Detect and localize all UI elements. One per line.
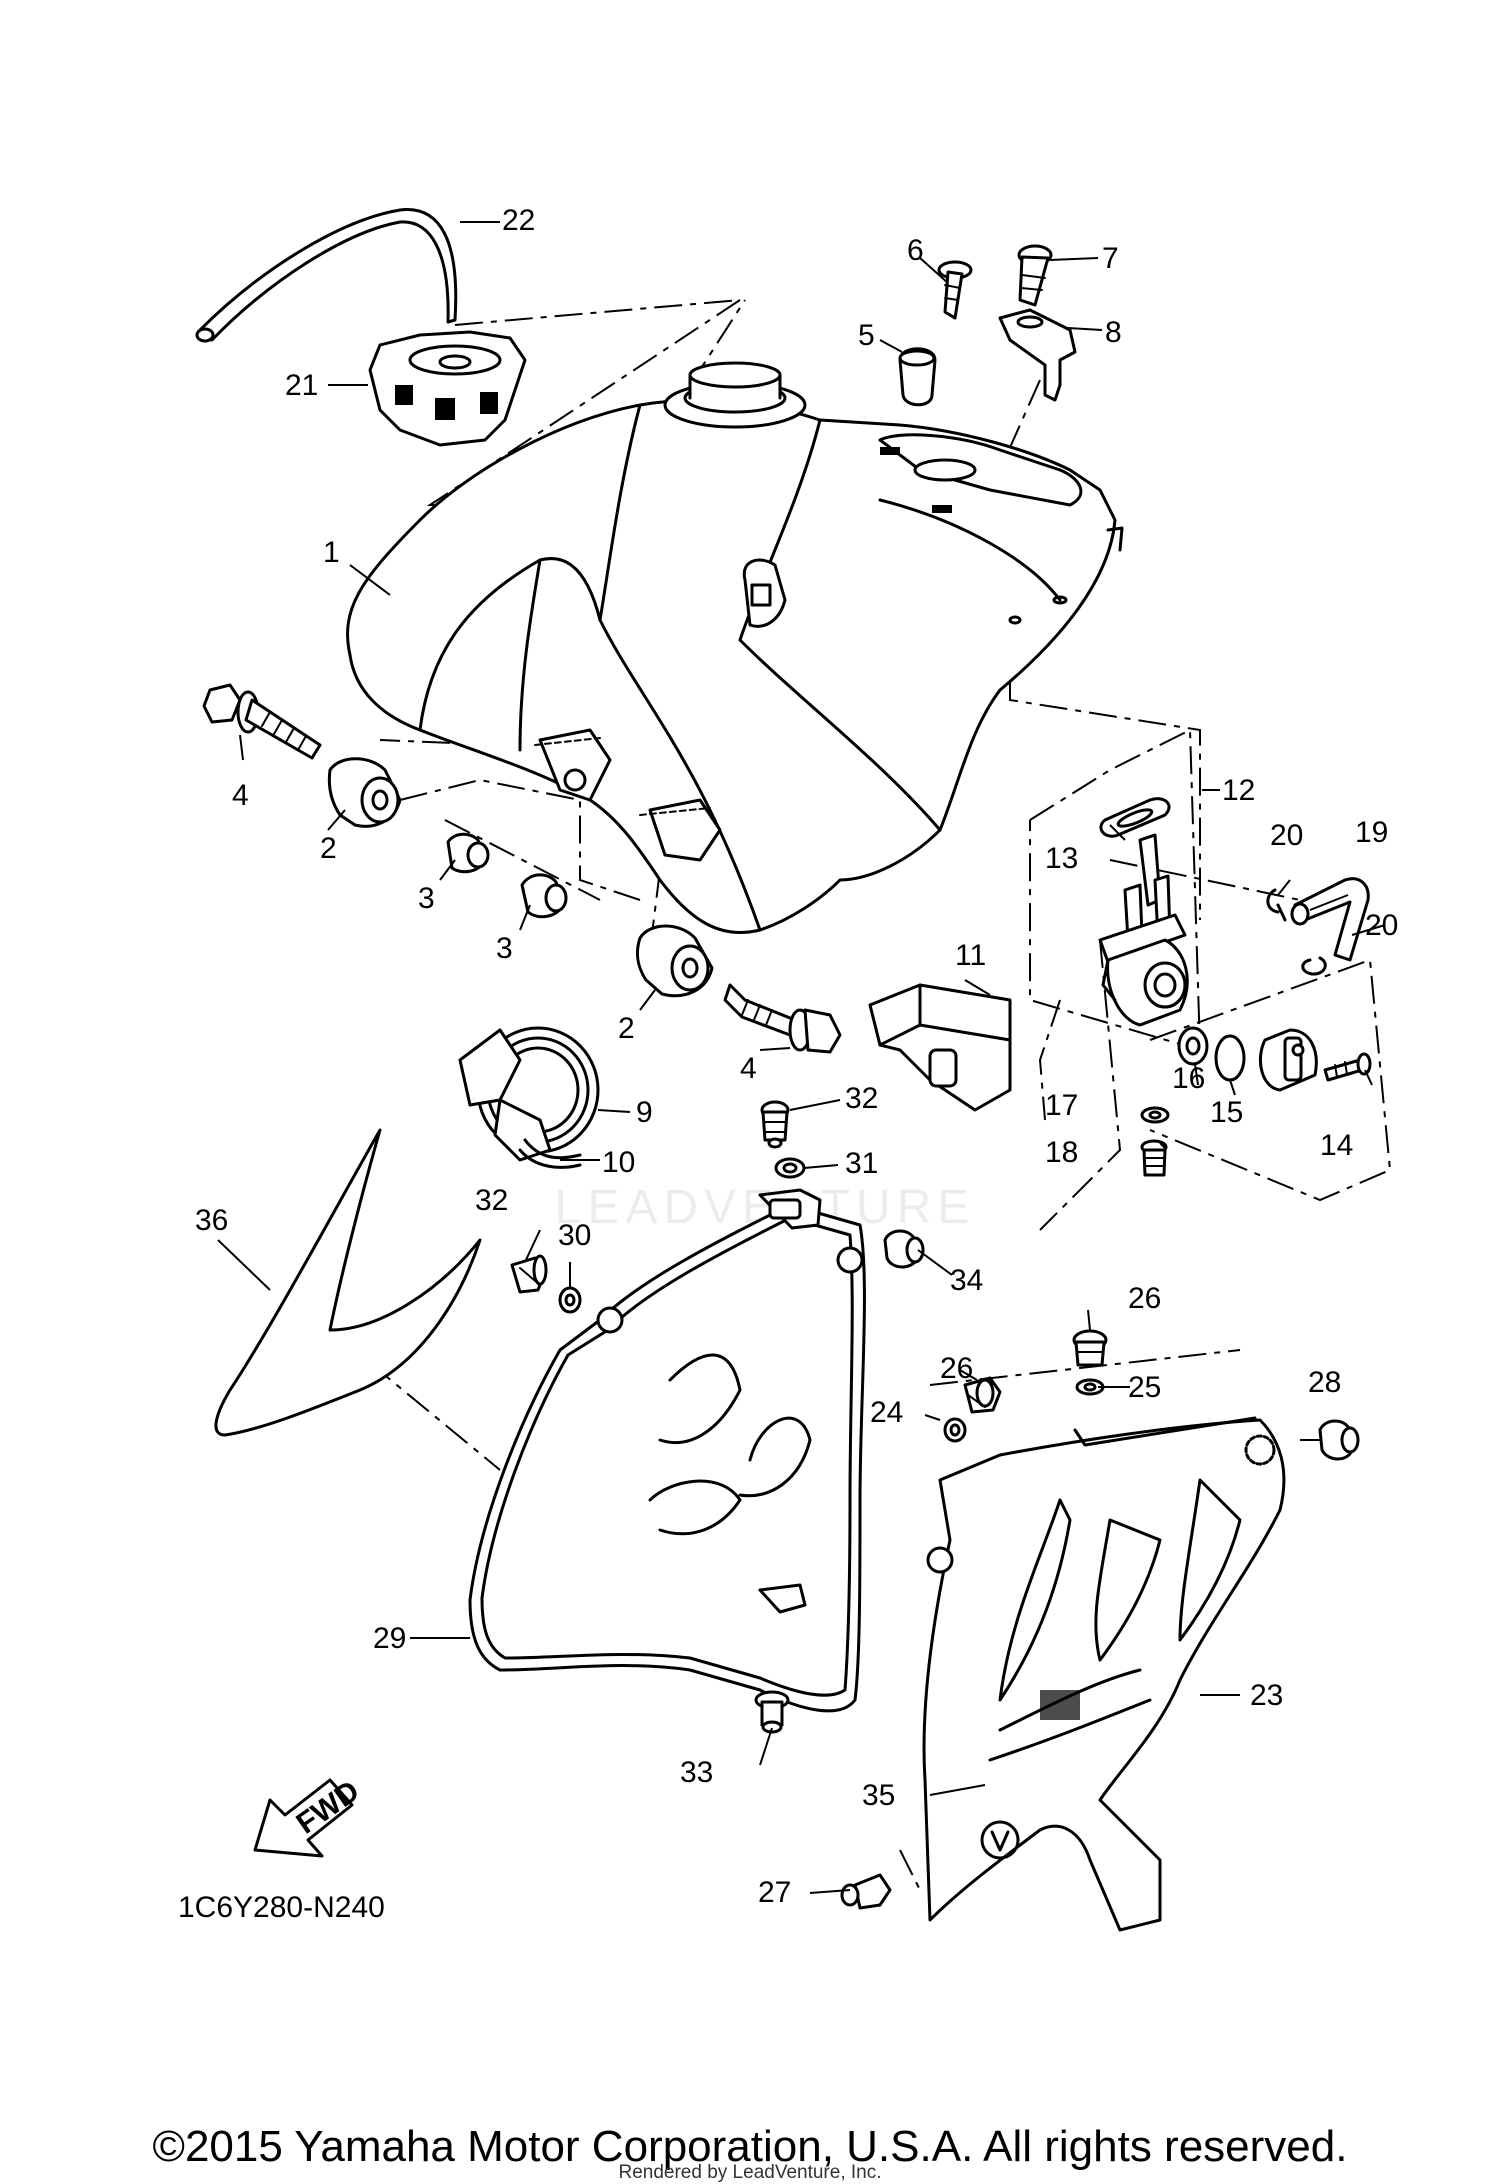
callout-26-upper: 26 bbox=[1128, 1282, 1161, 1315]
filler-neck-part bbox=[458, 1026, 600, 1162]
callout-4-upper: 4 bbox=[232, 779, 249, 812]
callout-33: 33 bbox=[680, 1756, 713, 1789]
bolt-part-32-lower bbox=[510, 1254, 548, 1294]
callout-18: 18 bbox=[1045, 1136, 1078, 1169]
callout-22: 22 bbox=[502, 204, 535, 237]
callout-19: 19 bbox=[1355, 816, 1388, 849]
callout-1: 1 bbox=[323, 536, 340, 569]
clip-part-b bbox=[1301, 956, 1327, 976]
fuel-cock-lever-part bbox=[1258, 1028, 1318, 1092]
callout-leaders bbox=[217, 221, 1386, 1894]
callout-6: 6 bbox=[907, 234, 924, 267]
washer-part bbox=[1177, 1026, 1209, 1066]
grommet-part-28 bbox=[1318, 1419, 1360, 1461]
callout-26-lower: 26 bbox=[940, 1352, 973, 1385]
screw-part-33 bbox=[754, 1690, 790, 1734]
screw-part-small bbox=[1323, 1052, 1372, 1082]
callout-7: 7 bbox=[1102, 242, 1119, 275]
callout-14: 14 bbox=[1320, 1129, 1353, 1162]
callout-34: 34 bbox=[950, 1264, 983, 1297]
damper-part-upper bbox=[327, 757, 402, 828]
callout-8: 8 bbox=[1105, 316, 1122, 349]
breather-hose-part bbox=[195, 208, 458, 343]
callout-32-upper: 32 bbox=[845, 1082, 878, 1115]
callout-2-lower: 2 bbox=[618, 1012, 635, 1045]
gasket-part bbox=[1099, 797, 1171, 838]
fwd-arrow-icon: FWD bbox=[253, 1774, 365, 1858]
side-cover-right-part bbox=[922, 1416, 1286, 1932]
callout-20-upper: 20 bbox=[1270, 819, 1303, 852]
callout-13: 13 bbox=[1045, 842, 1078, 875]
graphic-decal-part bbox=[214, 1128, 482, 1437]
callout-25: 25 bbox=[1128, 1371, 1161, 1404]
collar-part-24 bbox=[943, 1417, 967, 1443]
packing-part bbox=[1140, 1106, 1170, 1124]
callout-28: 28 bbox=[1308, 1366, 1341, 1399]
callout-21: 21 bbox=[285, 369, 318, 402]
collar-part-a bbox=[446, 832, 490, 874]
callout-32-lower: 32 bbox=[475, 1184, 508, 1217]
callout-2-upper: 2 bbox=[320, 832, 337, 865]
cover-part bbox=[868, 983, 1012, 1112]
callout-10: 10 bbox=[602, 1146, 635, 1179]
fuel-cock-part bbox=[1098, 833, 1189, 1027]
bolt-part-26-lower bbox=[963, 1376, 1002, 1414]
collar-part-31 bbox=[774, 1157, 806, 1179]
fuel-tank-part bbox=[346, 361, 1124, 935]
strap-part bbox=[518, 1138, 582, 1169]
grommet-part-34 bbox=[883, 1229, 925, 1269]
callout-16: 16 bbox=[1172, 1062, 1205, 1095]
callout-5: 5 bbox=[858, 319, 875, 352]
bolt-part-lower bbox=[723, 983, 842, 1054]
callout-17: 17 bbox=[1045, 1089, 1078, 1122]
callout-30: 30 bbox=[558, 1219, 591, 1252]
screw-part-upper bbox=[937, 260, 973, 320]
callout-4-lower: 4 bbox=[740, 1052, 757, 1085]
callout-labels: 22 21 1 6 7 8 5 4 2 3 3 2 4 9 10 11 12 1… bbox=[178, 204, 1398, 1924]
bolt-part-top bbox=[1017, 244, 1053, 307]
fuel-cap-part bbox=[368, 330, 527, 447]
grommet-part bbox=[898, 347, 937, 407]
bracket-part bbox=[998, 308, 1077, 402]
callout-12: 12 bbox=[1222, 774, 1255, 807]
bolt-part-32-upper bbox=[760, 1100, 790, 1149]
callout-31: 31 bbox=[845, 1147, 878, 1180]
fuel-cock-group-box bbox=[1029, 728, 1392, 1202]
bolt-part-26-upper bbox=[1072, 1329, 1108, 1367]
collar-part-b bbox=[520, 873, 568, 919]
o-ring-part bbox=[1214, 1034, 1246, 1082]
callout-23: 23 bbox=[1250, 1679, 1283, 1712]
collar-part-30 bbox=[558, 1286, 582, 1314]
clip-part-a bbox=[1266, 888, 1287, 922]
callout-27: 27 bbox=[758, 1876, 791, 1909]
damper-part-lower bbox=[636, 924, 714, 998]
fuel-hose-part bbox=[1290, 877, 1370, 962]
screw-part-27 bbox=[840, 1873, 892, 1910]
callout-35: 35 bbox=[862, 1779, 895, 1812]
callout-20-lower: 20 bbox=[1365, 909, 1398, 942]
callout-3-upper: 3 bbox=[418, 882, 435, 915]
callout-24: 24 bbox=[870, 1396, 903, 1429]
rendered-by-text: Rendered by LeadVenture, Inc. bbox=[618, 2162, 882, 2183]
callout-36: 36 bbox=[195, 1204, 228, 1237]
callout-3-lower: 3 bbox=[496, 932, 513, 965]
copyright-text: ©2015 Yamaha Motor Corporation, U.S.A. A… bbox=[152, 2122, 1348, 2171]
callout-9: 9 bbox=[636, 1096, 653, 1129]
side-cover-left-part bbox=[468, 1188, 866, 1713]
drain-screw-part bbox=[1140, 1139, 1168, 1177]
bolt-part-upper bbox=[202, 683, 322, 760]
washer-part-25 bbox=[1075, 1378, 1105, 1396]
callout-15: 15 bbox=[1210, 1096, 1243, 1129]
callout-11: 11 bbox=[955, 939, 986, 972]
part-code: 1C6Y280-N240 bbox=[178, 1891, 385, 1924]
callout-29: 29 bbox=[373, 1622, 406, 1655]
